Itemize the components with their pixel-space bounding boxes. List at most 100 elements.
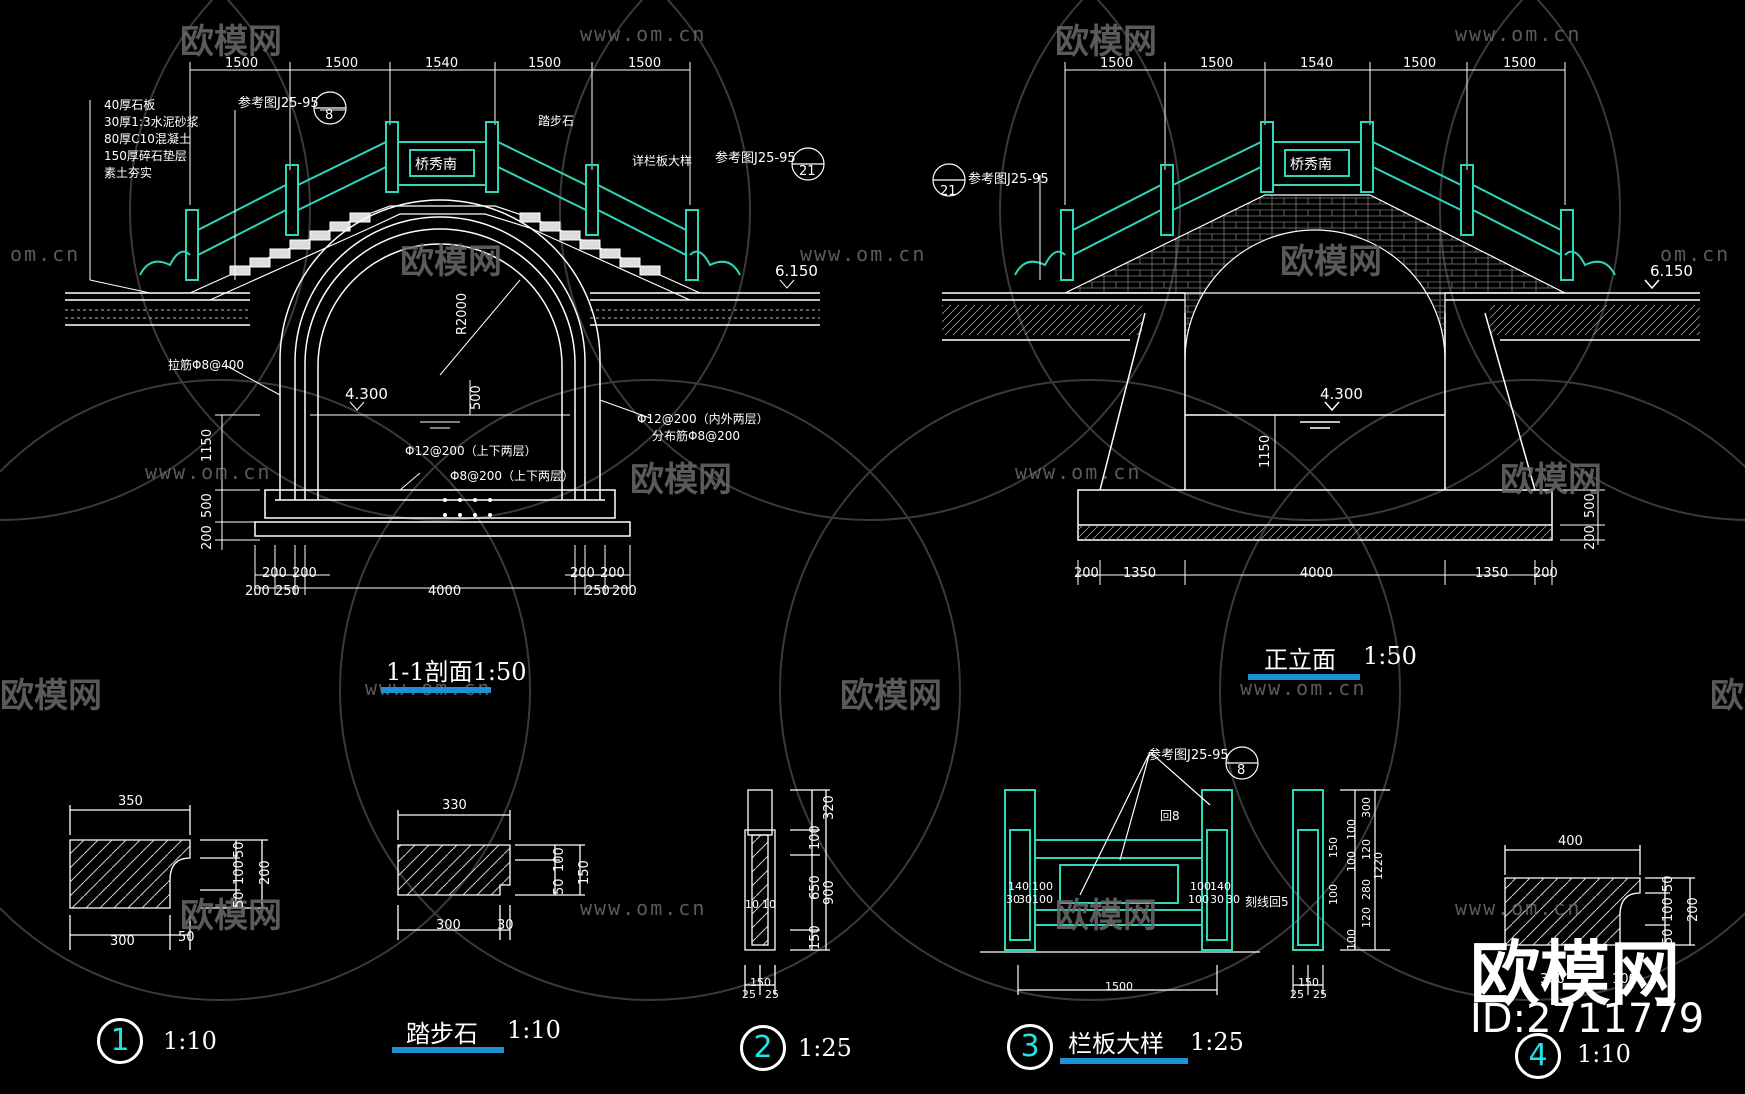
bridge-name-sign: 桥秀南 [1290, 157, 1332, 173]
detail2-right-dim: 150 [808, 925, 823, 950]
step-right-dim: 150 [577, 860, 592, 885]
detail3-right-dim: 100 [1188, 893, 1209, 906]
detail2-mid-dim: 10 [762, 898, 776, 911]
watermark-url: www.om.cn [1015, 460, 1142, 484]
elevation-vdim: 200 [1583, 525, 1598, 550]
reference-note: 参考图J25-95 [715, 151, 796, 166]
elevation-top-dim: 1500 [1100, 56, 1134, 71]
step-stone-scale: 1:10 [507, 1016, 561, 1044]
detail3-right-dim: 140 [1210, 880, 1231, 893]
step-bottom-dim: 30 [497, 918, 514, 933]
reference-number: 8 [325, 108, 334, 123]
layer-note: 150厚碎石垫层 [104, 149, 187, 163]
detail3-post-dim: 100 [1345, 819, 1358, 840]
watermark-brand: 欧模网 [400, 242, 502, 282]
watermark-url: www.om.cn [800, 242, 927, 266]
layer-note: 素土夯实 [104, 166, 153, 180]
watermark-brand: 欧模网 [180, 22, 282, 62]
detail1-right-dim: 50 [232, 841, 247, 858]
watermark-brand: 欧模网 [630, 460, 732, 500]
detail3-post-dim: 120 [1360, 907, 1373, 928]
detail4-bottom-dim: 100 [1612, 972, 1637, 987]
elevation-view-title: 正立面 [1264, 646, 1336, 674]
watermark-url: www.om.cn [1455, 896, 1582, 920]
section-bottom-dim: 200 [612, 584, 637, 599]
step-label: 踏步石 [538, 114, 575, 128]
section-bottom-dim: 250 [275, 584, 300, 599]
detail-number-badge: 1 [97, 1018, 143, 1064]
panel-label: 刻线回5 [1245, 895, 1289, 909]
section-title-underline [381, 687, 491, 693]
rebar-note: Φ12@200（内外两层） [637, 412, 769, 426]
detail3-post-dim: 280 [1360, 879, 1373, 900]
elevation-bottom-dim: 1350 [1123, 566, 1157, 581]
section-bottom-dim: 250 [585, 584, 610, 599]
detail-number-badge: 2 [740, 1025, 786, 1071]
reference-number: 8 [1237, 763, 1246, 778]
section-top-dim: 1500 [528, 56, 562, 71]
rebar-note: 分布筋Φ8@200 [652, 429, 740, 443]
step-top-dim: 330 [442, 798, 467, 813]
detail1-top-dim: 350 [118, 794, 143, 809]
watermark-brand: 欧模网 [1055, 896, 1157, 936]
detail2-right-dim: 650 [808, 875, 823, 900]
detail-number-badge: 4 [1515, 1033, 1561, 1079]
rail-detail-scale: 1:25 [1190, 1028, 1244, 1056]
watermark-brand: 欧模网 [1055, 22, 1157, 62]
watermark-url: om.cn [10, 242, 81, 266]
rebar-note: Φ8@200（上下两层） [450, 469, 574, 483]
detail3-post-dim: 100 [1327, 884, 1340, 905]
detail3-right-dim: 30 [1210, 893, 1224, 906]
section-top-dim: 1540 [425, 56, 459, 71]
section-bottom-dim: 4000 [428, 584, 462, 599]
rail-title-underline [1060, 1058, 1188, 1064]
detail3-left-dim: 30 [1018, 893, 1032, 906]
model-id-text: ID:2711779 [1470, 996, 1705, 1042]
detail3-bottom-dim: 1500 [1105, 980, 1133, 993]
elevation-bottom-dim: 4000 [1300, 566, 1334, 581]
detail1-right-dim: 50 [232, 891, 247, 908]
rebar-note: Φ12@200（上下两层） [405, 444, 537, 458]
detail4-bottom-dim: 300 [1540, 972, 1565, 987]
detail3-post-dim: 100 [1345, 929, 1358, 950]
elevation-top-dim: 1540 [1300, 56, 1334, 71]
watermark-brand: 欧模网 [1280, 242, 1382, 282]
watermark-brand: 欧模网 [180, 896, 282, 936]
reference-number: 21 [940, 184, 957, 199]
section-vdim: 200 [200, 525, 215, 550]
step-bottom-dim: 300 [436, 918, 461, 933]
detail3-right-dim: 30 [1226, 893, 1240, 906]
elevation-view-scale: 1:50 [1363, 642, 1417, 670]
watermark-url: www.om.cn [145, 460, 272, 484]
detail3-left-dim: 100 [1032, 880, 1053, 893]
water-level: 4.300 [1320, 385, 1363, 403]
section-top-dim: 1500 [628, 56, 662, 71]
section-bottom-dim: 200 [600, 566, 625, 581]
arch-dim: 500 [469, 385, 484, 410]
step-right-dim: 50 [552, 878, 567, 895]
watermark-brand: 欧模网 [1710, 676, 1745, 716]
step-title-underline [392, 1047, 504, 1053]
rebar-note: 拉筋Φ8@400 [168, 358, 244, 372]
section-view-title: 1-1剖面1:50 [386, 658, 527, 686]
watermark-url: www.om.cn [580, 896, 707, 920]
bridge-name-sign: 桥秀南 [415, 157, 457, 173]
detail4-scale: 1:10 [1577, 1040, 1631, 1068]
detail1-right-dim: 100 [232, 860, 247, 885]
detail4-right-dim: 50 [1661, 875, 1676, 892]
detail3-left-dim: 140 [1008, 880, 1029, 893]
detail3-post-total: 1220 [1372, 852, 1385, 880]
detail3-post-dim: 300 [1360, 797, 1373, 818]
section-bottom-dim: 200 [262, 566, 287, 581]
watermark-url: om.cn [1660, 242, 1731, 266]
watermark-url: www.om.cn [1455, 22, 1582, 46]
layer-note: 30厚1:3水泥砂浆 [104, 115, 199, 129]
detail3-post-dim: 100 [1345, 851, 1358, 872]
detail2-mid-dim: 10 [745, 898, 759, 911]
elevation-top-dim: 1500 [1403, 56, 1437, 71]
detail-number-badge: 3 [1007, 1024, 1053, 1070]
